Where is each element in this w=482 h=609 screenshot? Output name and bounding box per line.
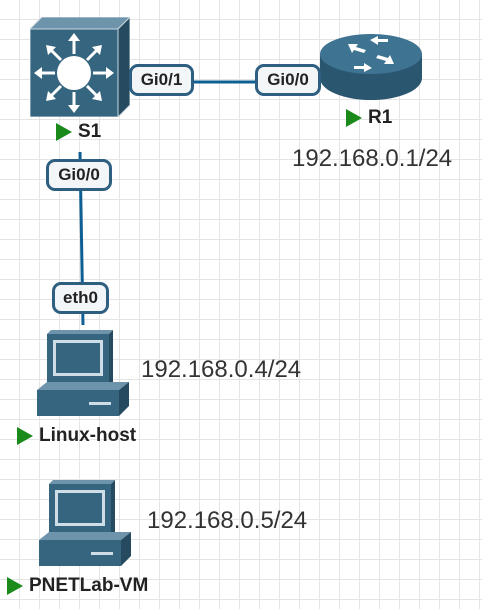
play-icon	[346, 109, 362, 127]
router-r1[interactable]	[318, 30, 424, 102]
node-label-s1[interactable]: S1	[56, 121, 101, 143]
play-icon	[7, 577, 23, 595]
node-name: S1	[78, 121, 102, 142]
port-label-linux-eth0[interactable]: eth0	[52, 282, 109, 314]
node-name: Linux-host	[39, 425, 137, 446]
ip-address-r1: 192.168.0.1/24	[292, 145, 453, 172]
play-icon	[17, 427, 33, 445]
ip-address-pnetlab-vm: 192.168.0.5/24	[147, 507, 308, 534]
node-label-linux-host[interactable]: Linux-host	[17, 425, 136, 447]
node-label-pnetlab-vm[interactable]: PNETLab-VM	[7, 575, 148, 597]
router-icon	[320, 34, 422, 100]
node-name: PNETLab-VM	[29, 575, 149, 596]
pc-icon	[37, 330, 129, 416]
port-label-s1-gi0-1[interactable]: Gi0/1	[129, 64, 194, 96]
play-icon	[56, 123, 72, 141]
pc-linux-host[interactable]	[33, 330, 133, 420]
node-label-r1[interactable]: R1	[346, 107, 392, 129]
switch-icon	[28, 15, 132, 119]
port-label-r1-gi0-0[interactable]: Gi0/0	[255, 64, 321, 96]
switch-s1[interactable]	[28, 15, 132, 119]
ip-address-linux-host: 192.168.0.4/24	[141, 356, 302, 383]
port-label-s1-gi0-0[interactable]: Gi0/0	[46, 159, 112, 191]
pc-pnetlab-vm[interactable]	[35, 480, 135, 570]
pc-icon	[39, 480, 131, 566]
node-name: R1	[368, 107, 393, 128]
